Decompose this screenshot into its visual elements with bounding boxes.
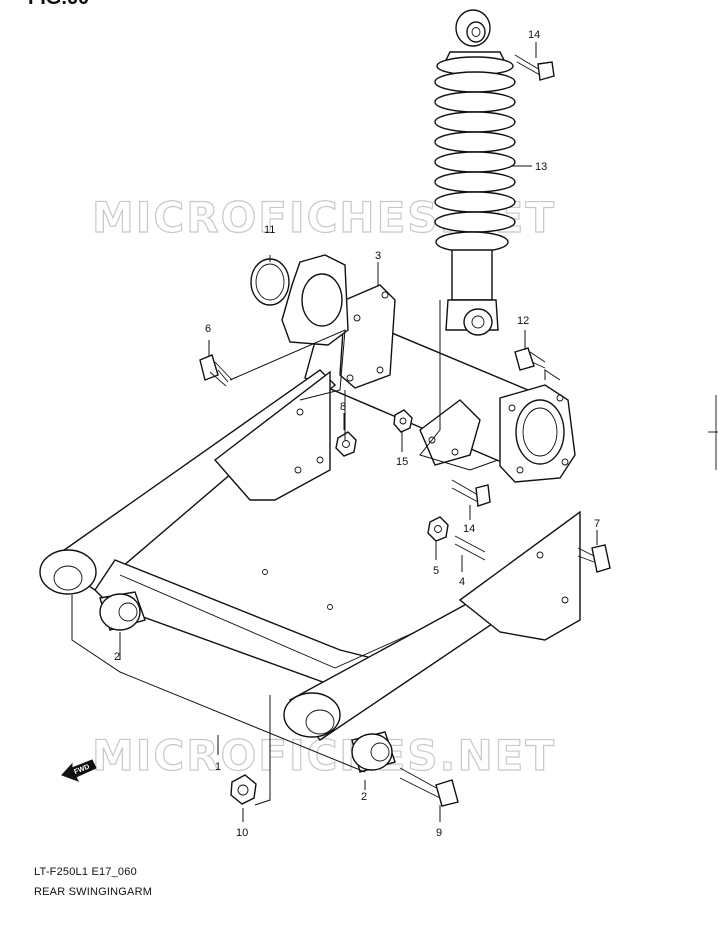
callout-14-top: 14 [528, 29, 540, 41]
callout-9: 9 [436, 827, 442, 839]
callout-6: 6 [205, 323, 211, 335]
callout-10: 10 [236, 827, 248, 839]
bolt-14-mid [451, 479, 491, 507]
callout-2-left: 2 [114, 651, 120, 663]
bolt-7 [577, 544, 611, 573]
callout-12: 12 [517, 315, 529, 327]
edge-marks [708, 395, 718, 470]
callout-4: 4 [459, 576, 465, 588]
callout-15: 15 [396, 456, 408, 468]
nut-5 [427, 516, 449, 542]
fwd-arrow: FWD [61, 759, 97, 782]
swing-arm [39, 369, 581, 741]
rear-shock-absorber [434, 9, 516, 336]
callouts: 1 2 2 3 4 5 6 7 8 9 10 11 12 13 14 14 15 [114, 29, 600, 839]
bushing-right [351, 731, 396, 773]
callout-13: 13 [535, 161, 547, 173]
bolt-12 [514, 347, 546, 371]
axle-housing [281, 254, 576, 483]
callout-2-right: 2 [361, 791, 367, 803]
callout-14-mid: 14 [463, 523, 475, 535]
o-ring [250, 258, 290, 306]
bolt-4 [454, 535, 486, 561]
diagram-code: LT-F250L1 E17_060 [34, 866, 137, 878]
callout-7: 7 [594, 518, 600, 530]
callout-5: 5 [433, 565, 439, 577]
nut-15 [393, 409, 413, 433]
reference-lines [71, 42, 598, 822]
callout-11: 11 [264, 224, 275, 236]
bushing-left [99, 591, 146, 631]
bolt-14-top [514, 54, 555, 81]
nut-8 [335, 431, 357, 457]
callout-8: 8 [340, 401, 346, 413]
diagram-name: REAR SWINGINGARM [34, 886, 153, 898]
bolt-6 [199, 354, 233, 387]
callout-3: 3 [375, 250, 381, 262]
nut-10 [230, 774, 257, 805]
figure-title: FIG.60 [28, 0, 89, 9]
bolt-9 [399, 767, 459, 807]
callout-1: 1 [215, 761, 221, 773]
